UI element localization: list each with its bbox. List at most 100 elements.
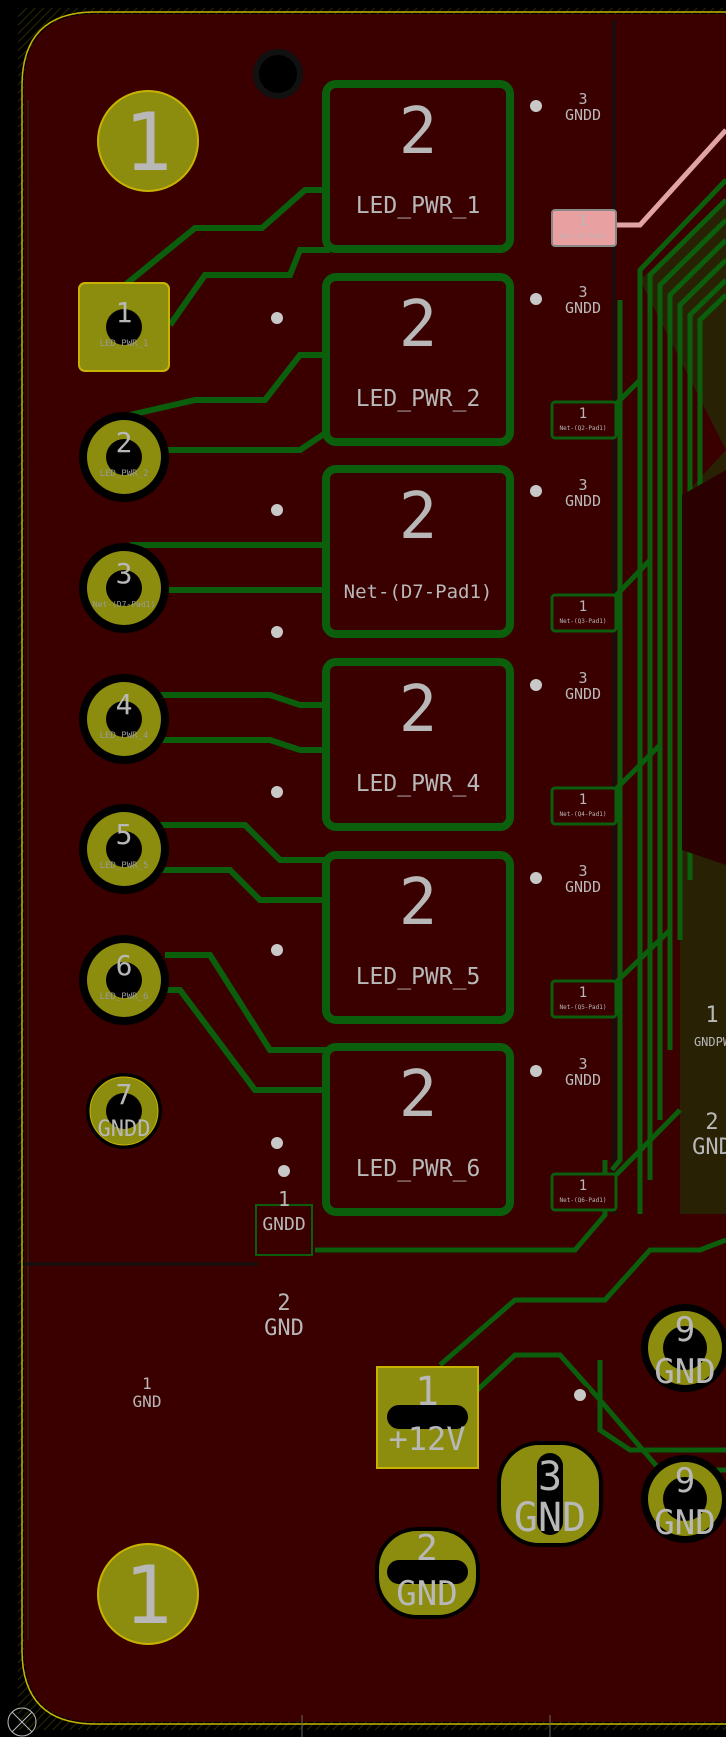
svg-text:+12V: +12V	[388, 1420, 465, 1458]
svg-text:GNDD: GNDD	[565, 878, 601, 896]
drain-pad-3[interactable]: 2 Net-(D7-Pad1)	[322, 465, 514, 638]
drain-pad-4[interactable]: 2 LED_PWR_4	[322, 658, 514, 831]
drain-pad-1[interactable]: 2 LED_PWR_1	[322, 80, 514, 253]
right-gnd-pad-2[interactable]: 9 GND	[641, 1455, 726, 1543]
mounting-hole-top-number: 1	[124, 96, 172, 189]
svg-text:1: 1	[705, 1003, 718, 1028]
jack-pin-2[interactable]: 2 GND	[375, 1527, 480, 1619]
gate-pad-3[interactable]: 1 Net-(Q3-Pad1)	[550, 593, 618, 633]
svg-text:3: 3	[578, 90, 587, 108]
svg-text:GND: GND	[396, 1574, 457, 1614]
drain-pad-5-net: LED_PWR_5	[356, 964, 481, 990]
svg-text:1: 1	[415, 1369, 439, 1415]
svg-text:3: 3	[578, 669, 587, 687]
svg-text:GNDD: GNDD	[565, 106, 601, 124]
gate-pad-6[interactable]: 1 Net-(Q6-Pad1)	[550, 1172, 618, 1212]
svg-text:GNDPW: GNDPW	[694, 1035, 726, 1049]
svg-text:GNDD: GNDD	[565, 1071, 601, 1089]
mounting-hole-bottom-number: 1	[124, 1549, 172, 1642]
pin-7-net: GNDD	[98, 1117, 151, 1142]
gate-pad-1[interactable]: 1 Net-(Q1-Pad1)	[551, 209, 617, 247]
drain-pad-3-net: Net-(D7-Pad1)	[344, 581, 493, 603]
connector-pin-6[interactable]: 6 LED_PWR_6	[79, 935, 169, 1025]
drain-pad-5-number: 2	[399, 866, 438, 940]
source-pad-2[interactable]: 3 GNDD	[565, 283, 601, 317]
svg-text:3: 3	[578, 862, 587, 880]
jack-pin-1[interactable]: 1 +12V	[376, 1366, 479, 1469]
svg-text:GNDD: GNDD	[565, 492, 601, 510]
svg-text:GND: GND	[133, 1392, 162, 1411]
source-pad-1[interactable]: 3 GNDD	[565, 90, 601, 124]
gnd-pad-2[interactable]: 2 GND	[264, 1291, 304, 1341]
connector-pin-5[interactable]: 5 LED_PWR_5	[79, 804, 169, 894]
svg-text:GND: GND	[692, 1135, 726, 1160]
connector-pin-4[interactable]: 4 LED_PWR_4	[79, 674, 169, 764]
gnd-return-track	[438, 1237, 726, 1367]
drain-pad-6[interactable]: 2 LED_PWR_6	[322, 1043, 514, 1216]
mounting-hole-top[interactable]: 1	[97, 90, 199, 192]
svg-text:Net-(Q4-Pad1): Net-(Q4-Pad1)	[560, 811, 607, 818]
svg-text:3: 3	[578, 476, 587, 494]
connector-pin-1[interactable]: 1 LED_PWR_1	[78, 282, 170, 372]
gate-pad-4[interactable]: 1 Net-(Q4-Pad1)	[550, 786, 618, 826]
svg-text:9: 9	[675, 1461, 695, 1501]
svg-text:3: 3	[578, 1055, 587, 1073]
svg-text:1: 1	[579, 599, 587, 615]
right-gnd-pad-1[interactable]: 9 GND	[641, 1304, 726, 1392]
right-pad-2[interactable]: 2 GND	[692, 1110, 726, 1160]
mounting-hole-bottom[interactable]: 1	[97, 1543, 199, 1645]
jack-pin-3[interactable]: 3 GND	[497, 1441, 603, 1547]
drain-pad-2-net: LED_PWR_2	[356, 386, 481, 412]
pin-1-number: 1	[116, 296, 133, 329]
source-pad-4[interactable]: 3 GNDD	[565, 669, 601, 703]
gnd-pad-1[interactable]: 1 GND	[133, 1374, 162, 1411]
drain-pad-5[interactable]: 2 LED_PWR_5	[322, 851, 514, 1024]
via-group[interactable]	[267, 96, 590, 1405]
svg-text:Net-(Q3-Pad1): Net-(Q3-Pad1)	[560, 618, 607, 625]
connector-pin-3[interactable]: 3 Net-(D7-Pad1)	[79, 543, 169, 633]
board-edge-outline	[21, 11, 726, 1725]
svg-text:GND: GND	[514, 1495, 586, 1541]
svg-text:2: 2	[705, 1110, 718, 1135]
svg-text:Net-(Q5-Pad1): Net-(Q5-Pad1)	[560, 1004, 607, 1011]
gndd-pad[interactable]: 1 GNDD	[255, 1187, 313, 1256]
origin-marker-icon	[7, 1707, 37, 1737]
svg-text:2: 2	[277, 1291, 290, 1316]
svg-text:3: 3	[538, 1454, 562, 1500]
source-pad-6[interactable]: 3 GNDD	[565, 1055, 601, 1089]
pin-2-net: LED_PWR_2	[100, 469, 149, 479]
drain-pad-2-number: 2	[399, 288, 438, 362]
svg-text:1: 1	[579, 1178, 587, 1194]
svg-text:GND: GND	[654, 1352, 715, 1392]
pin-6-number: 6	[116, 949, 133, 982]
npth-hole[interactable]	[253, 49, 303, 99]
right-pad-1[interactable]: 1 GNDPW	[694, 1003, 726, 1049]
svg-text:1: 1	[579, 792, 587, 808]
drain-pad-6-number: 2	[399, 1058, 438, 1132]
svg-text:1: 1	[579, 213, 587, 229]
right-dark-pad-area	[682, 470, 726, 865]
gate-pad-5[interactable]: 1 Net-(Q5-Pad1)	[550, 979, 618, 1019]
svg-text:GNDD: GNDD	[565, 685, 601, 703]
pin-6-net: LED_PWR_6	[100, 992, 149, 1002]
pin-3-net: Net-(D7-Pad1)	[93, 600, 156, 609]
drain-pad-1-net: LED_PWR_1	[356, 193, 481, 219]
bottom-ruler-ticks	[301, 1715, 551, 1737]
svg-text:GND: GND	[654, 1503, 715, 1543]
gate-pad-2[interactable]: 1 Net-(Q2-Pad1)	[550, 400, 618, 440]
source-pad-3[interactable]: 3 GNDD	[565, 476, 601, 510]
pin-3-number: 3	[116, 557, 133, 590]
connector-pin-7[interactable]: 7 GNDD	[86, 1073, 162, 1149]
drain-pad-2[interactable]: 2 LED_PWR_2	[322, 273, 514, 446]
drain-pad-3-number: 2	[399, 480, 438, 554]
svg-text:GND: GND	[264, 1316, 304, 1341]
led-traces	[123, 187, 332, 1093]
pin-5-number: 5	[116, 818, 133, 851]
drain-pad-4-net: LED_PWR_4	[356, 771, 481, 797]
svg-text:1: 1	[579, 406, 587, 422]
pin-5-net: LED_PWR_5	[100, 861, 149, 871]
drain-pad-4-number: 2	[399, 673, 438, 747]
connector-pin-2[interactable]: 2 LED_PWR_2	[79, 412, 169, 502]
source-pad-5[interactable]: 3 GNDD	[565, 862, 601, 896]
